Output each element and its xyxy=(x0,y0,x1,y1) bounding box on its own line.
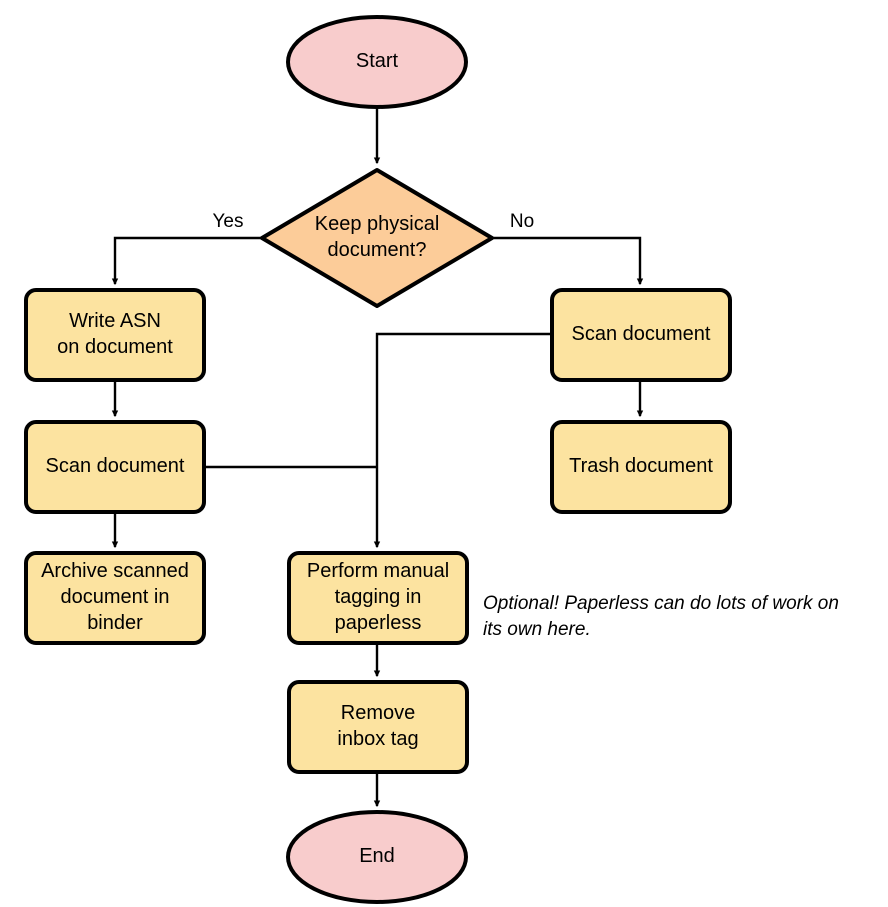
node-label: Scan document xyxy=(46,455,185,477)
edge-label-no: No xyxy=(510,211,534,232)
node-label: Start xyxy=(356,50,399,72)
flow-node-scan_right[interactable]: Scan document xyxy=(550,288,732,382)
node-label: Trash document xyxy=(569,455,713,477)
edge-label-yes: Yes xyxy=(213,211,244,232)
flow-edge-scan_right-to-manual_tagging xyxy=(373,332,552,549)
edges-layer xyxy=(111,107,644,808)
process-shape xyxy=(550,288,732,382)
flow-node-trash[interactable]: Trash document xyxy=(550,420,732,514)
process-shape xyxy=(550,420,732,514)
process-shape xyxy=(287,680,469,774)
terminator-shape xyxy=(286,810,468,904)
flow-node-start[interactable]: Start xyxy=(286,15,468,109)
process-shape xyxy=(24,420,206,514)
decision-shape xyxy=(260,168,494,308)
edge-labels-layer: Yes No xyxy=(213,211,535,232)
flow-node-end[interactable]: End xyxy=(286,810,468,904)
annotation-note_optional: Optional! Paperless can do lots of work … xyxy=(483,593,839,640)
flow-edge-decision_keep-to-write_asn xyxy=(111,236,262,286)
process-shape xyxy=(287,551,469,645)
process-shape xyxy=(24,551,206,645)
terminator-shape xyxy=(286,15,468,109)
node-label: End xyxy=(359,845,395,867)
flow-node-scan_left[interactable]: Scan document xyxy=(24,420,206,514)
flow-edge-decision_keep-to-scan_right xyxy=(492,236,644,286)
process-shape xyxy=(24,288,206,382)
node-label: Scan document xyxy=(572,323,711,345)
annotations-layer: Optional! Paperless can do lots of work … xyxy=(483,593,839,640)
